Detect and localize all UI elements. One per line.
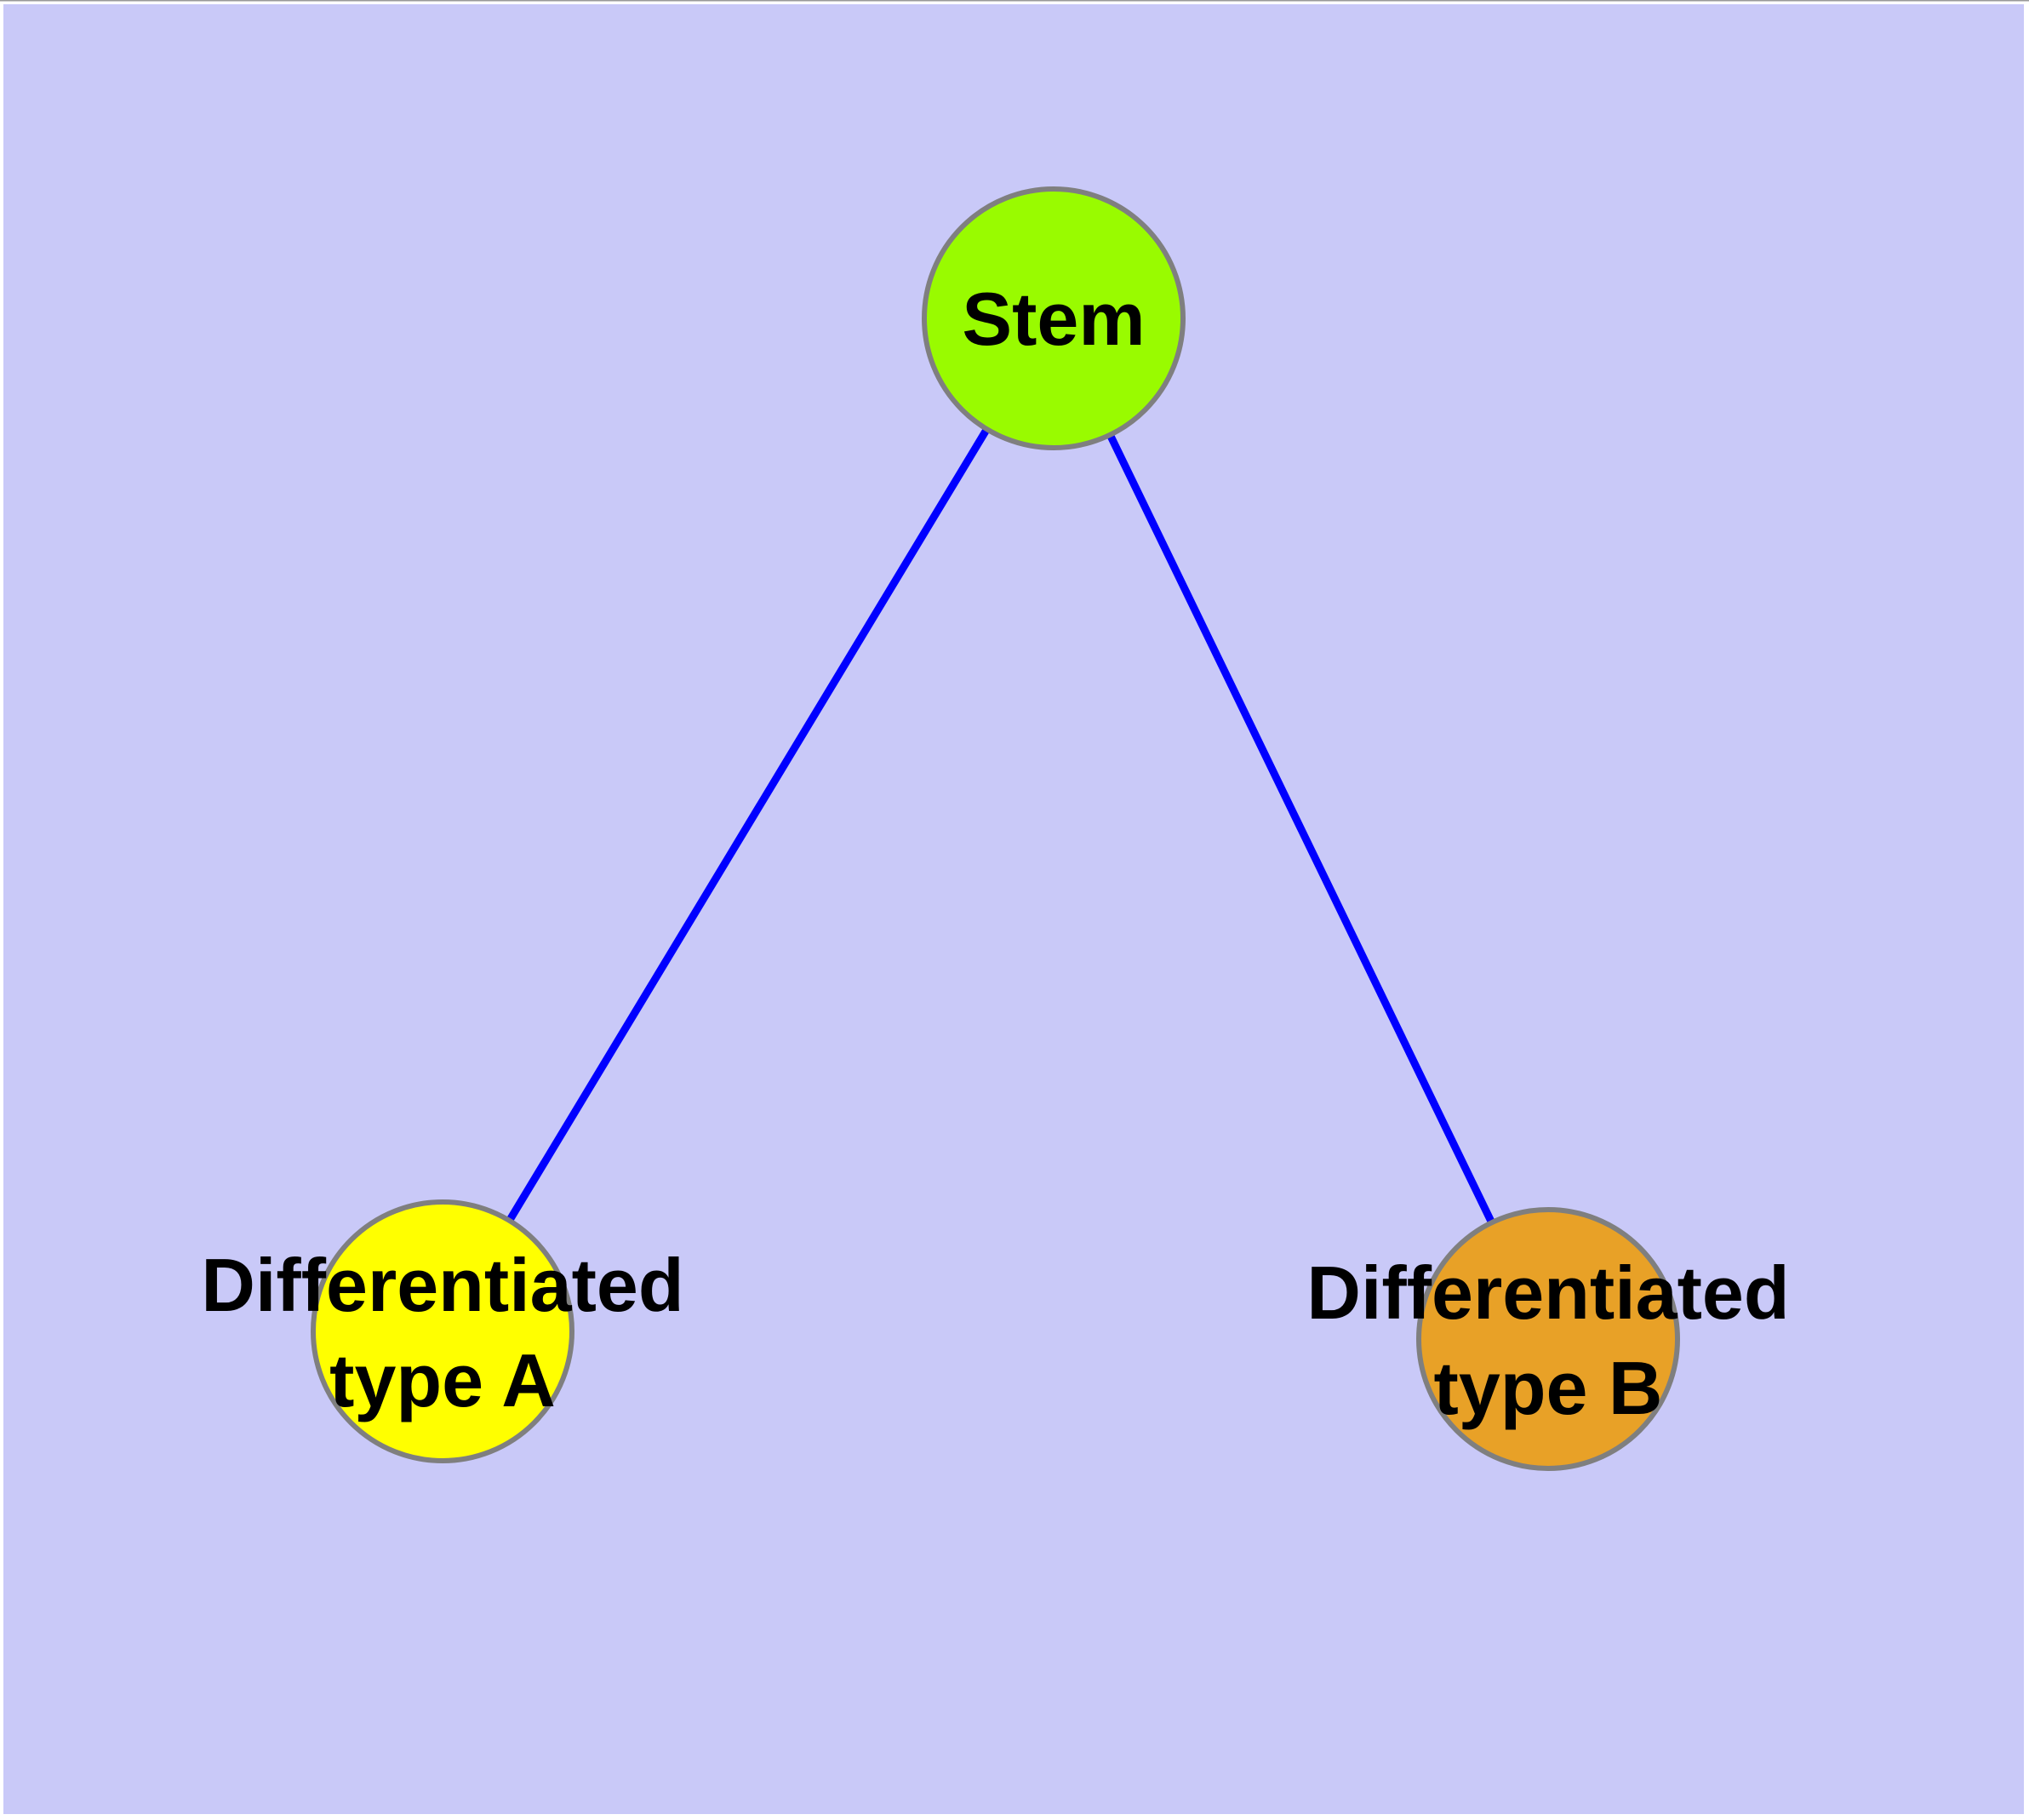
node-type-a-label-line2: type A bbox=[329, 1338, 556, 1422]
node-type-b-circle bbox=[1416, 1207, 1680, 1471]
edge-stem-to-type-a bbox=[438, 314, 1058, 1336]
node-type-a-circle bbox=[311, 1199, 574, 1463]
edge-stem-to-type-b bbox=[1049, 314, 1552, 1343]
window-top-hairline bbox=[0, 0, 2029, 2]
node-type-b-label-line2: type B bbox=[1434, 1346, 1663, 1430]
node-stem-circle bbox=[922, 186, 1186, 450]
node-stem-label: Stem bbox=[962, 277, 1145, 361]
node-type-b-label-line1: Differentiated bbox=[1306, 1251, 1789, 1335]
node-type-a-label-line1: Differentiated bbox=[201, 1243, 683, 1327]
